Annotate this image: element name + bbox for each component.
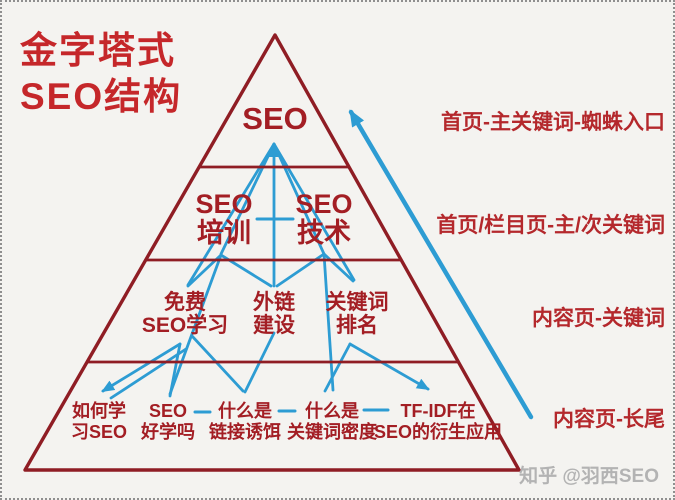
node-is-seo-easy: SEO 好学吗 [141,401,195,442]
page-title-line1: 金字塔式 [20,30,176,71]
node-keyword-ranking: 关键词 排名 [325,291,389,337]
link-network [101,142,430,414]
annotation-homepage-main-keyword: 首页-主关键词-蜘蛛入口 [441,111,665,134]
node-tfidf-application: TF-IDF在 SEO的衍生应用 [373,401,503,442]
annotation-content-longtail: 内容页-长尾 [553,408,665,431]
node-seo: SEO [242,103,307,135]
node-seo-tech: SEO 技术 [295,189,353,248]
node-free-seo-learning: 免费 SEO学习 [141,291,229,337]
upward-flow-arrow-icon [348,109,534,420]
node-how-to-learn-seo: 如何学 习SEO [70,401,128,442]
pyramid-outline [23,33,521,472]
node-link-building: 外链 建设 [253,291,295,337]
annotation-homepage-category: 首页/栏目页-主/次关键词 [436,214,665,237]
page-title: 金字塔式 SEO结构 [20,28,182,120]
page-title-line2: SEO结构 [20,76,183,117]
watermark: 知乎 @羽西SEO [519,466,659,487]
annotation-content-keyword: 内容页-关键词 [532,307,665,330]
node-seo-training: SEO 培训 [195,189,253,248]
node-keyword-density: 什么是 关键词密度 [287,401,377,442]
node-link-bait: 什么是 链接诱饵 [209,401,281,442]
node-seo-label: SEO [242,101,308,136]
